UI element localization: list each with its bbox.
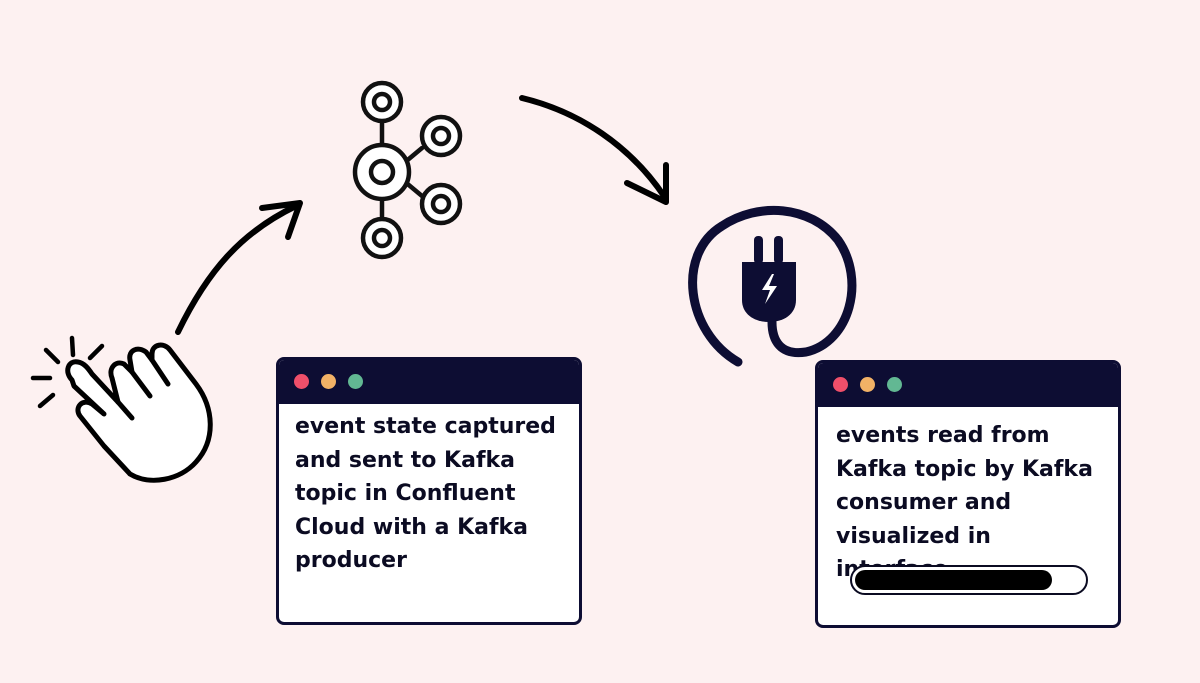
consumer-description: events read from Kafka topic by Kafka co… [836,423,1093,582]
close-dot-icon [294,374,309,389]
consumer-window: events read from Kafka topic by Kafka co… [815,360,1121,628]
producer-description: event state captured and sent to Kafka t… [295,414,556,573]
close-dot-icon [833,377,848,392]
maximize-dot-icon [348,374,363,389]
maximize-dot-icon [887,377,902,392]
window-titlebar [279,360,579,404]
producer-window: event state captured and sent to Kafka t… [276,357,582,625]
minimize-dot-icon [860,377,875,392]
progress-bar [850,565,1088,595]
window-titlebar [818,363,1118,407]
progress-bar-fill [855,570,1052,590]
minimize-dot-icon [321,374,336,389]
